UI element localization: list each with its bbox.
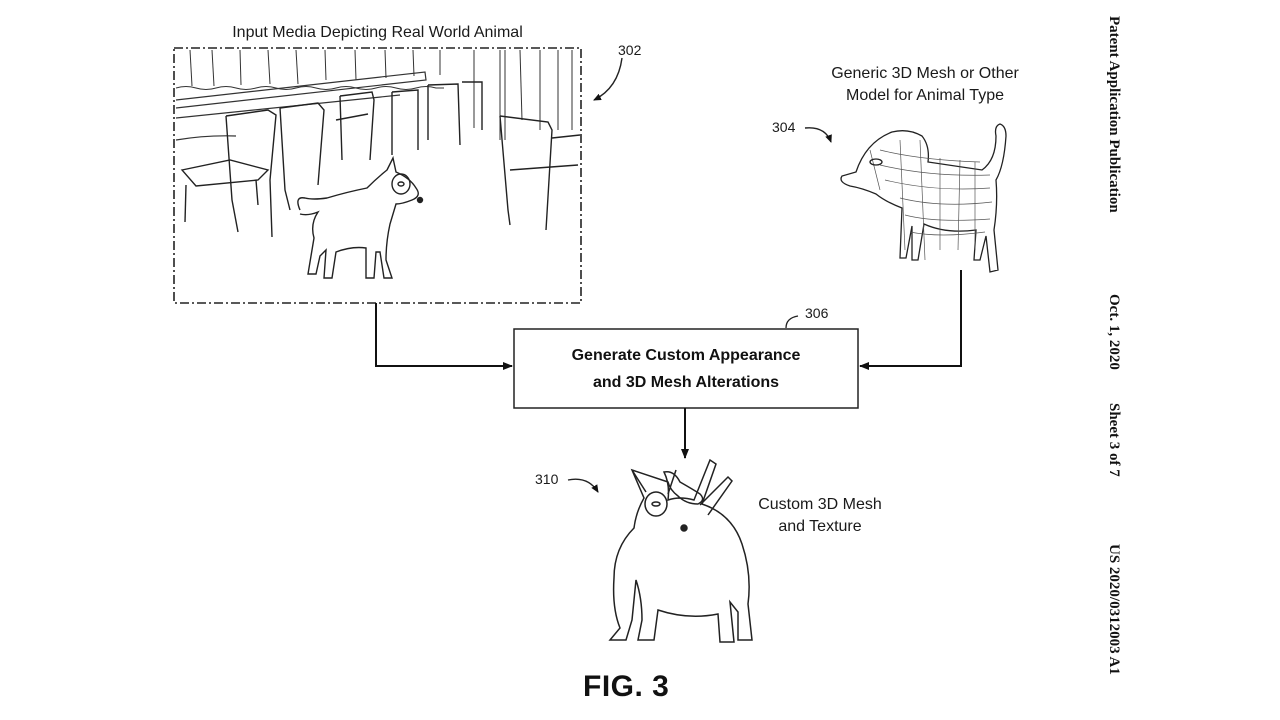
ref-306: 306 bbox=[805, 305, 829, 321]
process-box bbox=[513, 328, 859, 409]
ref-310-leader bbox=[567, 478, 599, 493]
generic-mesh-label: Generic 3D Mesh or Other Model for Anima… bbox=[800, 63, 1050, 107]
process-box-label-line1: Generate Custom Appearance bbox=[571, 347, 801, 364]
process-box-label-line2: and 3D Mesh Alterations bbox=[592, 374, 780, 391]
ref-310: 310 bbox=[535, 471, 559, 487]
real-dog-drawing bbox=[297, 155, 424, 279]
input-media-label: Input Media Depicting Real World Animal bbox=[232, 24, 523, 41]
generic-mesh-dog-drawing bbox=[840, 123, 1007, 273]
ref-302-leader bbox=[593, 57, 623, 101]
side-sheet: Sheet 3 of 7 bbox=[1106, 403, 1122, 477]
custom-mesh-label: Custom 3D Mesh and Texture bbox=[745, 494, 895, 538]
side-date: Oct. 1, 2020 bbox=[1106, 294, 1122, 370]
ref-304-leader bbox=[804, 127, 832, 143]
curtain-drawing bbox=[175, 49, 573, 140]
generic-mesh-label-line2: Model for Animal Type bbox=[845, 87, 1004, 104]
ref-304: 304 bbox=[772, 119, 796, 135]
input-media-frame bbox=[173, 47, 582, 304]
process-box-label: Generate Custom Appearance and 3D Mesh A… bbox=[514, 342, 858, 396]
ref-302: 302 bbox=[618, 42, 642, 58]
custom-mesh-label-line1: Custom 3D Mesh bbox=[758, 496, 882, 513]
edge-302-to-306 bbox=[375, 303, 513, 370]
side-publication-number: US 2020/0312003 A1 bbox=[1106, 544, 1122, 675]
side-publication-type: Patent Application Publication bbox=[1106, 16, 1122, 213]
ref-306-leader bbox=[785, 315, 799, 329]
custom-dog-drawing bbox=[608, 458, 753, 643]
generic-mesh-label-line1: Generic 3D Mesh or Other bbox=[831, 65, 1019, 82]
chairs-drawing bbox=[180, 81, 581, 238]
custom-mesh-label-line2: and Texture bbox=[778, 518, 862, 535]
figure-title: FIG. 3 bbox=[583, 670, 670, 703]
edge-304-to-306 bbox=[859, 270, 962, 370]
